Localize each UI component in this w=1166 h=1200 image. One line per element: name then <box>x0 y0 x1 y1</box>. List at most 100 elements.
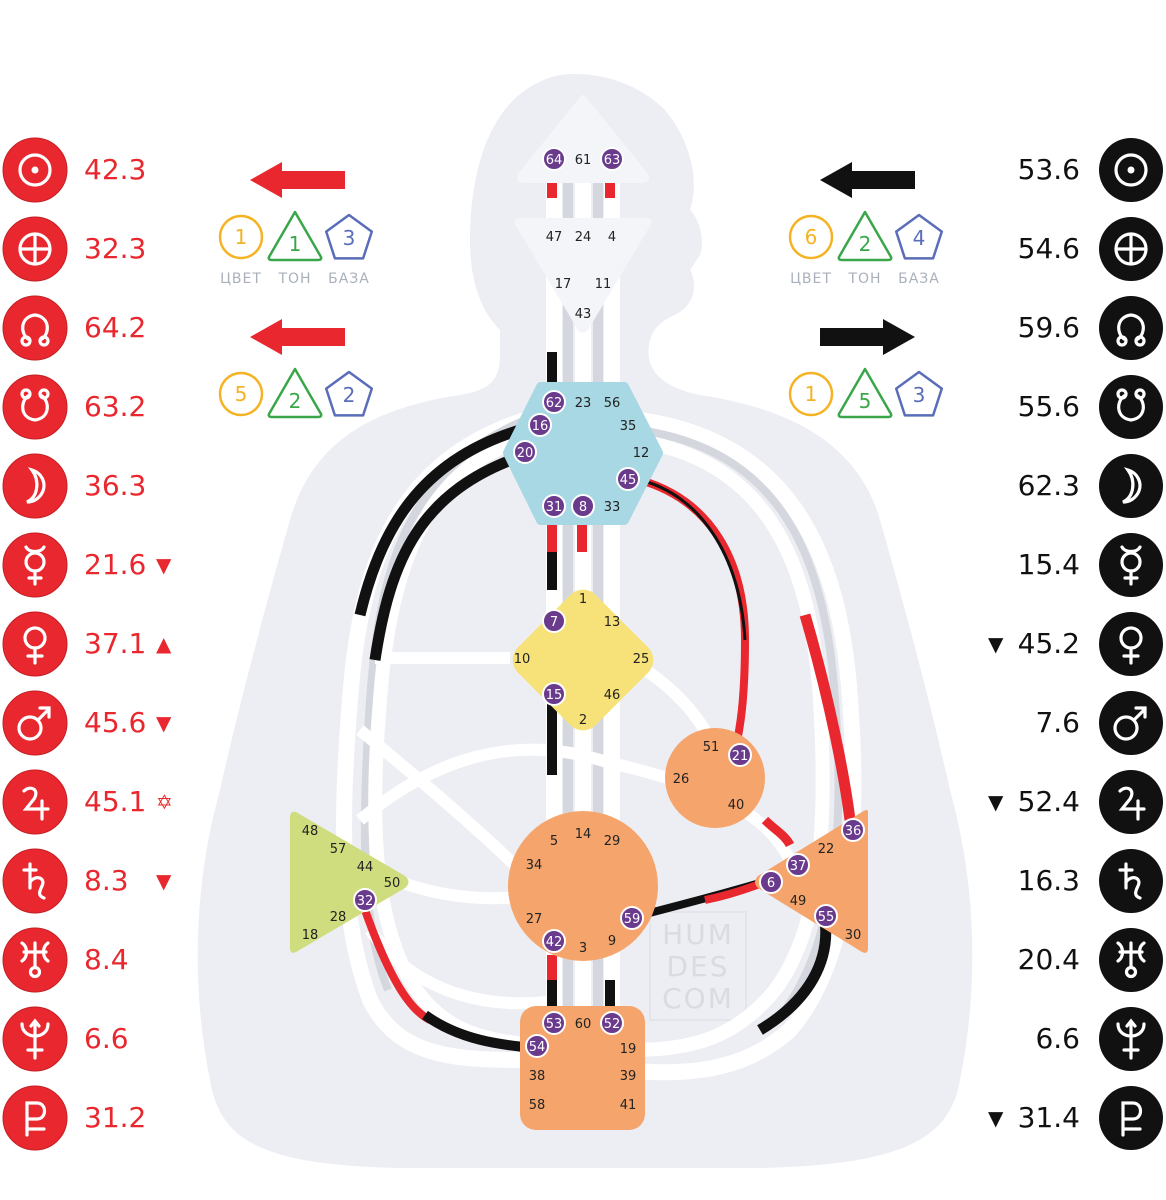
gate-marker <box>542 609 566 633</box>
watermark: HUM DES COM <box>649 911 747 1021</box>
gate-61: 61 <box>575 153 592 168</box>
gate-56: 56 <box>604 396 621 411</box>
gate-marker <box>525 1034 549 1058</box>
planet-value: 55.6 <box>1017 390 1080 423</box>
gate-number: 26 <box>673 772 690 787</box>
gate-marker <box>542 390 566 414</box>
arrow-left-icon <box>820 162 915 198</box>
planet-value: 62.3 <box>1017 469 1080 502</box>
tone-value: 2 <box>859 232 872 256</box>
gate-16: 16 <box>528 413 552 437</box>
tone-triangle-icon <box>837 367 893 419</box>
planet-value: 45.2 <box>1017 627 1080 660</box>
mercury-icon <box>2 532 68 598</box>
gate-52: 52 <box>600 1011 624 1035</box>
gate-number: 9 <box>608 934 616 949</box>
planet-row-pluto: 31.2 <box>0 1085 200 1151</box>
gate-number: 53 <box>546 1017 563 1032</box>
base-value: 3 <box>913 383 926 407</box>
svg-text:COM: COM <box>662 982 734 1015</box>
tone-triangle-icon <box>267 367 323 419</box>
color-label: ЦВЕТ <box>790 271 832 287</box>
gate-58: 58 <box>529 1098 546 1113</box>
ajna-center <box>514 218 652 333</box>
gate-6: 6 <box>759 870 783 894</box>
planet-row-uranus: 8.4 <box>0 927 200 993</box>
base-pentagon-icon <box>894 213 944 260</box>
planet-row-sun: 53.6 <box>966 137 1166 203</box>
planet-value: 31.4 <box>1017 1101 1080 1134</box>
gate-53: 53 <box>542 1011 566 1035</box>
gate-number: 39 <box>620 1069 637 1084</box>
gate-number: 3 <box>579 941 587 956</box>
gate-40: 40 <box>728 798 745 813</box>
gate-number: 45 <box>620 473 637 488</box>
gate-60: 60 <box>575 1017 592 1032</box>
gate-number: 31 <box>546 500 563 515</box>
planet-marker: ▼ <box>988 1106 1004 1130</box>
planet-marker: ▼ <box>988 632 1004 656</box>
gate-marker <box>728 743 752 767</box>
gate-46: 46 <box>604 688 621 703</box>
base-value: 2 <box>343 383 356 407</box>
planet-row-north-node: 64.2 <box>0 295 200 361</box>
planet-value: 6.6 <box>84 1022 129 1055</box>
gate-39: 39 <box>620 1069 637 1084</box>
color-value: 5 <box>235 382 248 406</box>
jupiter-icon <box>1098 769 1164 835</box>
gate-number: 30 <box>845 928 862 943</box>
gate-number: 44 <box>357 860 374 875</box>
gate-27: 27 <box>526 912 543 927</box>
gate-24: 24 <box>575 230 592 245</box>
arrow-left-icon <box>250 162 345 198</box>
gate-number: 1 <box>579 592 587 607</box>
gate-marker <box>814 904 838 928</box>
gate-number: 42 <box>546 935 563 950</box>
gate-number: 5 <box>550 834 558 849</box>
arrow-right-icon <box>820 319 915 355</box>
gate-45: 45 <box>616 467 640 491</box>
gate-21: 21 <box>728 743 752 767</box>
gate-26: 26 <box>673 772 690 787</box>
mercury-icon <box>1098 532 1164 598</box>
base-pentagon-icon <box>324 213 374 260</box>
base-value: 4 <box>913 226 926 250</box>
planet-row-pluto: 31.4 ▼ <box>966 1085 1166 1151</box>
planet-row-uranus: 20.4 <box>966 927 1166 993</box>
gate-44: 44 <box>357 860 374 875</box>
gate-49: 49 <box>790 894 807 909</box>
planet-row-moon: 36.3 <box>0 453 200 519</box>
gate-number: 49 <box>790 894 807 909</box>
gate-3: 3 <box>579 941 587 956</box>
gate-41: 41 <box>620 1098 637 1113</box>
gate-7: 7 <box>542 609 566 633</box>
gate-number: 57 <box>330 842 347 857</box>
gate-marker <box>542 147 566 171</box>
gate-37: 37 <box>786 853 810 877</box>
gate-number: 47 <box>546 230 563 245</box>
gate-5: 5 <box>550 834 558 849</box>
tone-triangle-icon <box>267 210 323 262</box>
gate-number: 18 <box>302 928 319 943</box>
gate-number: 36 <box>845 824 862 839</box>
gate-42: 42 <box>542 929 566 953</box>
gate-18: 18 <box>302 928 319 943</box>
gate-number: 23 <box>575 396 592 411</box>
gate-8: 8 <box>571 494 595 518</box>
planet-value: 31.2 <box>84 1101 147 1134</box>
gate-19: 19 <box>620 1042 637 1057</box>
planet-value: 16.3 <box>1017 864 1080 897</box>
gate-9: 9 <box>608 934 616 949</box>
pluto-icon <box>1098 1085 1164 1151</box>
planet-value: 64.2 <box>84 311 147 344</box>
saturn-icon <box>1098 848 1164 914</box>
gate-number: 40 <box>728 798 745 813</box>
tone-value: 5 <box>859 389 872 413</box>
base-pentagon-icon <box>894 370 944 417</box>
jupiter-icon <box>2 769 68 835</box>
base-label: БАЗА <box>898 271 940 287</box>
